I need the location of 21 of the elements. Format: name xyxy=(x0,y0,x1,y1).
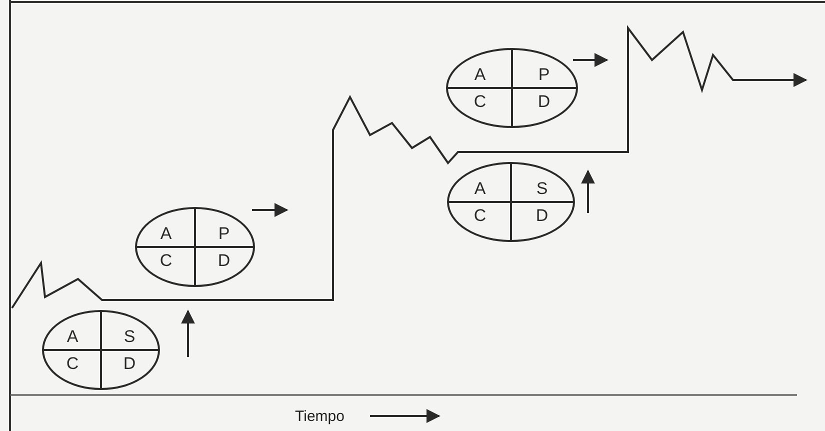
cycle-circle xyxy=(446,48,578,128)
cycle-circle xyxy=(447,162,575,242)
cycle-step-letter: A xyxy=(474,180,486,197)
cycle-step-letter: C xyxy=(474,207,486,224)
cycle-step-letter: D xyxy=(538,93,550,110)
cycle-step-letter: A xyxy=(474,66,486,83)
cycle-step-letter: C xyxy=(474,93,486,110)
cycle-step-letter: C xyxy=(66,355,79,372)
cycle-circle xyxy=(135,207,255,287)
cycle-circle xyxy=(42,310,160,390)
cycle-step-letter: D xyxy=(123,355,136,372)
cycle-step-letter: P xyxy=(538,66,550,83)
cycle-step-letter: S xyxy=(124,328,136,345)
cycle-step-letter: A xyxy=(66,328,78,345)
cycle-step-letter: D xyxy=(536,207,548,224)
cycle-step-letter: C xyxy=(160,252,172,269)
cycle-step-letter: P xyxy=(218,225,230,242)
axis-label: Tiempo xyxy=(295,409,344,424)
cycle-step-letter: D xyxy=(218,252,230,269)
cycle-step-letter: A xyxy=(160,225,172,242)
cycle-step-letter: S xyxy=(536,180,548,197)
